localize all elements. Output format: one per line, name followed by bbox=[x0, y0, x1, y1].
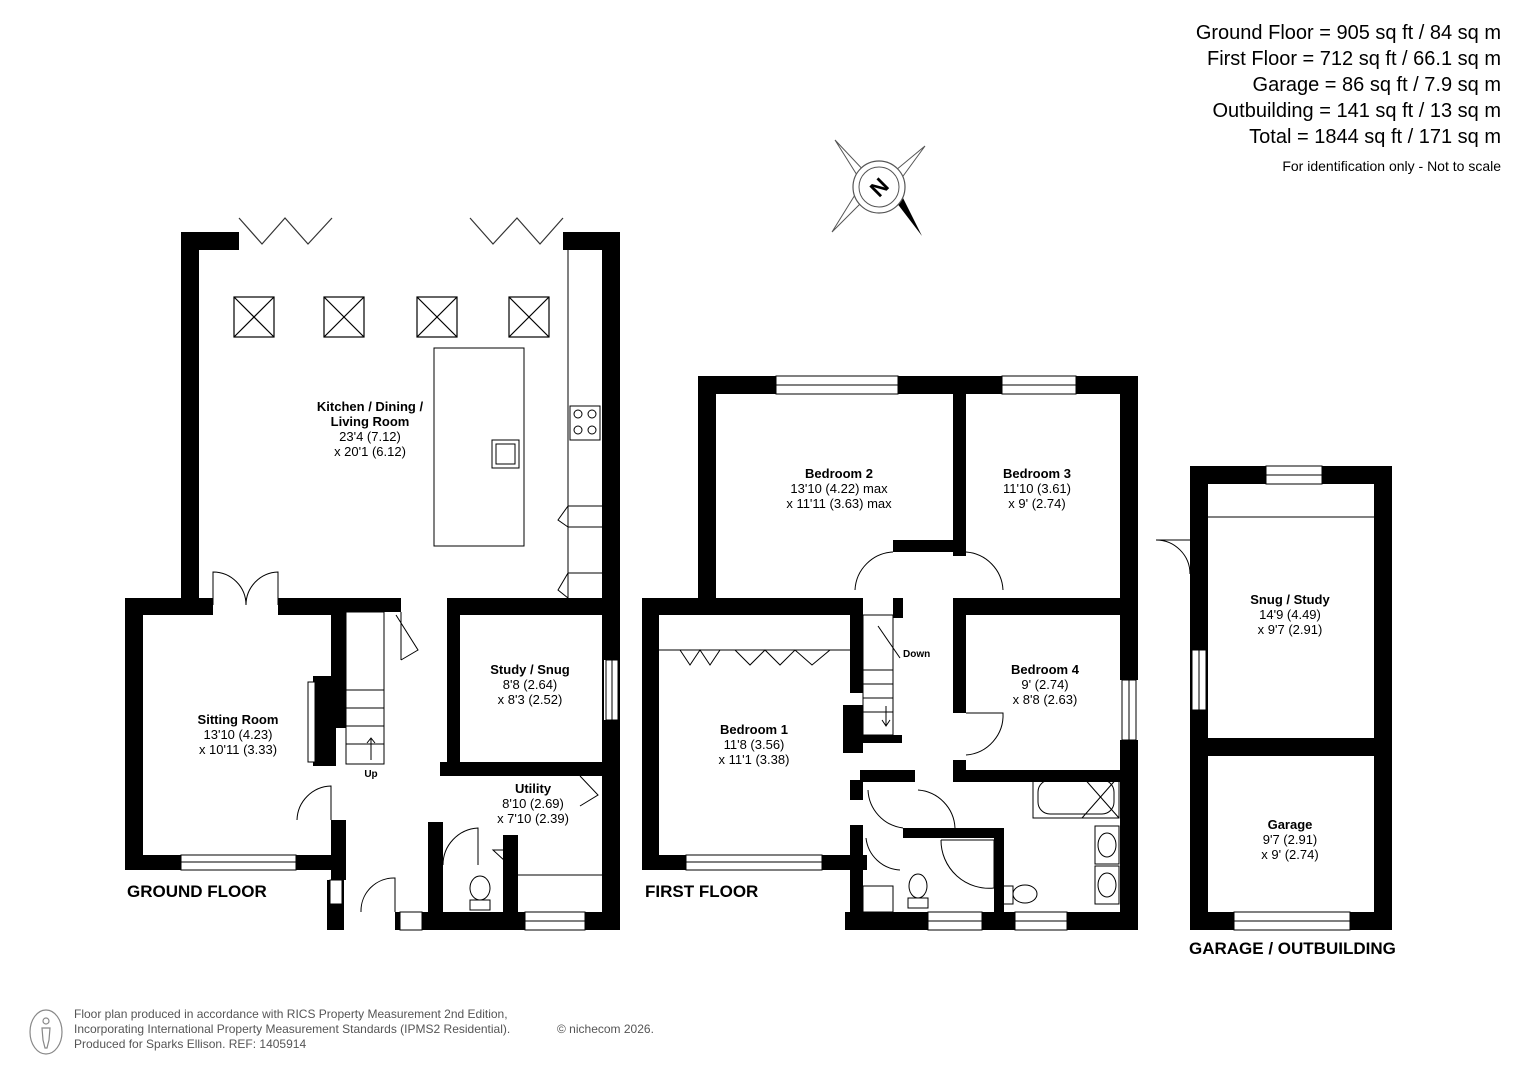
french-doors bbox=[212, 571, 279, 606]
room-dimension: x 11'1 (3.38) bbox=[718, 752, 790, 767]
bathroom-fittings bbox=[862, 775, 1120, 913]
room-name: Study / Snug bbox=[490, 662, 570, 677]
room-dimension: x 7'10 (2.39) bbox=[497, 811, 569, 826]
first-floor-windows bbox=[685, 375, 1137, 931]
floor-label-garage: GARAGE / OUTBUILDING bbox=[1189, 939, 1396, 958]
room-dimension: x 9' (2.74) bbox=[1008, 496, 1066, 511]
room-dimension: 11'8 (3.56) bbox=[723, 737, 785, 752]
area-first-floor: First Floor = 712 sq ft / 66.1 sq m bbox=[1206, 48, 1501, 70]
room-kitchen: Kitchen / Dining / Living Room 23'4 (7.1… bbox=[300, 399, 440, 459]
room-name: Bedroom 3 bbox=[1003, 466, 1071, 481]
wardrobes bbox=[659, 649, 850, 666]
room-name: Kitchen / Dining / bbox=[316, 399, 424, 414]
entrance-doors bbox=[296, 775, 599, 913]
room-dimension: 9' (2.74) bbox=[1021, 677, 1069, 692]
compass-icon: N bbox=[831, 139, 926, 236]
scale-note: For identification only - Not to scale bbox=[1282, 158, 1501, 174]
room-dimension: 8'8 (2.64) bbox=[502, 677, 558, 692]
area-ground-floor: Ground Floor = 905 sq ft / 84 sq m bbox=[1195, 22, 1501, 44]
person-icon bbox=[29, 1009, 63, 1055]
room-dimension: 11'10 (3.61) bbox=[1002, 481, 1071, 496]
room-name: Snug / Study bbox=[1250, 592, 1330, 607]
room-dimension: x 9'7 (2.91) bbox=[1257, 622, 1323, 637]
stairs-down bbox=[862, 614, 901, 736]
room-sitting: Sitting Room 13'10 (4.23) x 10'11 (3.33) bbox=[168, 712, 308, 757]
room-garage: Garage 9'7 (2.91) x 9' (2.74) bbox=[1240, 817, 1340, 862]
roof-lights bbox=[233, 296, 550, 338]
room-dimension: x 9' (2.74) bbox=[1261, 847, 1319, 862]
bifold-doors bbox=[238, 217, 564, 245]
room-bedroom-1: Bedroom 1 11'8 (3.56) x 11'1 (3.38) bbox=[689, 722, 819, 767]
outbuilding-fittings bbox=[1155, 516, 1374, 575]
room-dimension: x 11'11 (3.63) max bbox=[786, 496, 892, 511]
stairs-up bbox=[345, 611, 419, 765]
ground-floor-windows bbox=[180, 659, 619, 931]
room-dimension: x 8'3 (2.52) bbox=[497, 692, 563, 707]
room-dimension: x 10'11 (3.33) bbox=[198, 742, 278, 757]
room-bedroom-3: Bedroom 3 11'10 (3.61) x 9' (2.74) bbox=[982, 466, 1092, 511]
room-name: Utility bbox=[514, 781, 552, 796]
room-study: Study / Snug 8'8 (2.64) x 8'3 (2.52) bbox=[470, 662, 590, 707]
kitchen-fittings bbox=[433, 250, 602, 599]
stairs-up-label: Up bbox=[364, 769, 377, 780]
room-dimension: 13'10 (4.23) bbox=[203, 727, 273, 742]
room-name: Bedroom 4 bbox=[1011, 662, 1079, 677]
area-outbuilding: Outbuilding = 141 sq ft / 13 sq m bbox=[1212, 100, 1501, 122]
floor-label-first: FIRST FLOOR bbox=[645, 882, 759, 901]
ground-floor-walls bbox=[125, 232, 620, 930]
area-garage: Garage = 86 sq ft / 7.9 sq m bbox=[1252, 74, 1501, 96]
room-dimension: 8'10 (2.69) bbox=[502, 796, 564, 811]
room-name: Bedroom 2 bbox=[805, 466, 873, 481]
first-floor-walls bbox=[642, 376, 1138, 930]
room-utility: Utility 8'10 (2.69) x 7'10 (2.39) bbox=[478, 781, 588, 826]
room-dimension: x 8'8 (2.63) bbox=[1012, 692, 1078, 707]
footer-disclaimer: Floor plan produced in accordance with R… bbox=[74, 1007, 510, 1052]
room-name: Garage bbox=[1267, 817, 1313, 832]
room-snug-study: Snug / Study 14'9 (4.49) x 9'7 (2.91) bbox=[1230, 592, 1350, 637]
footer-line: Floor plan produced in accordance with R… bbox=[74, 1007, 508, 1021]
room-name: Sitting Room bbox=[197, 712, 279, 727]
utility-wc bbox=[469, 849, 602, 911]
room-dimension: 9'7 (2.91) bbox=[1262, 832, 1318, 847]
room-dimension: 14'9 (4.49) bbox=[1259, 607, 1321, 622]
footer-brand: © nichecom 2026. bbox=[557, 1022, 654, 1036]
outbuilding-windows bbox=[1191, 465, 1351, 931]
footer-line: Incorporating International Property Mea… bbox=[74, 1022, 511, 1036]
landing-doors bbox=[854, 551, 1004, 871]
room-name: Living Room bbox=[330, 414, 410, 429]
room-dimension: x 20'1 (6.12) bbox=[334, 444, 406, 459]
footer-line: Produced for Sparks Ellison. REF: 140591… bbox=[74, 1037, 307, 1051]
room-bedroom-4: Bedroom 4 9' (2.74) x 8'8 (2.63) bbox=[990, 662, 1100, 707]
room-dimension: 13'10 (4.22) max bbox=[790, 481, 888, 496]
room-bedroom-2: Bedroom 2 13'10 (4.22) max x 11'11 (3.63… bbox=[764, 466, 914, 511]
room-dimension: 23'4 (7.12) bbox=[339, 429, 401, 444]
stairs-down-label: Down bbox=[903, 649, 930, 660]
floor-label-ground: GROUND FLOOR bbox=[127, 882, 267, 901]
room-name: Bedroom 1 bbox=[720, 722, 788, 737]
area-total: Total = 1844 sq ft / 171 sq m bbox=[1249, 126, 1501, 148]
